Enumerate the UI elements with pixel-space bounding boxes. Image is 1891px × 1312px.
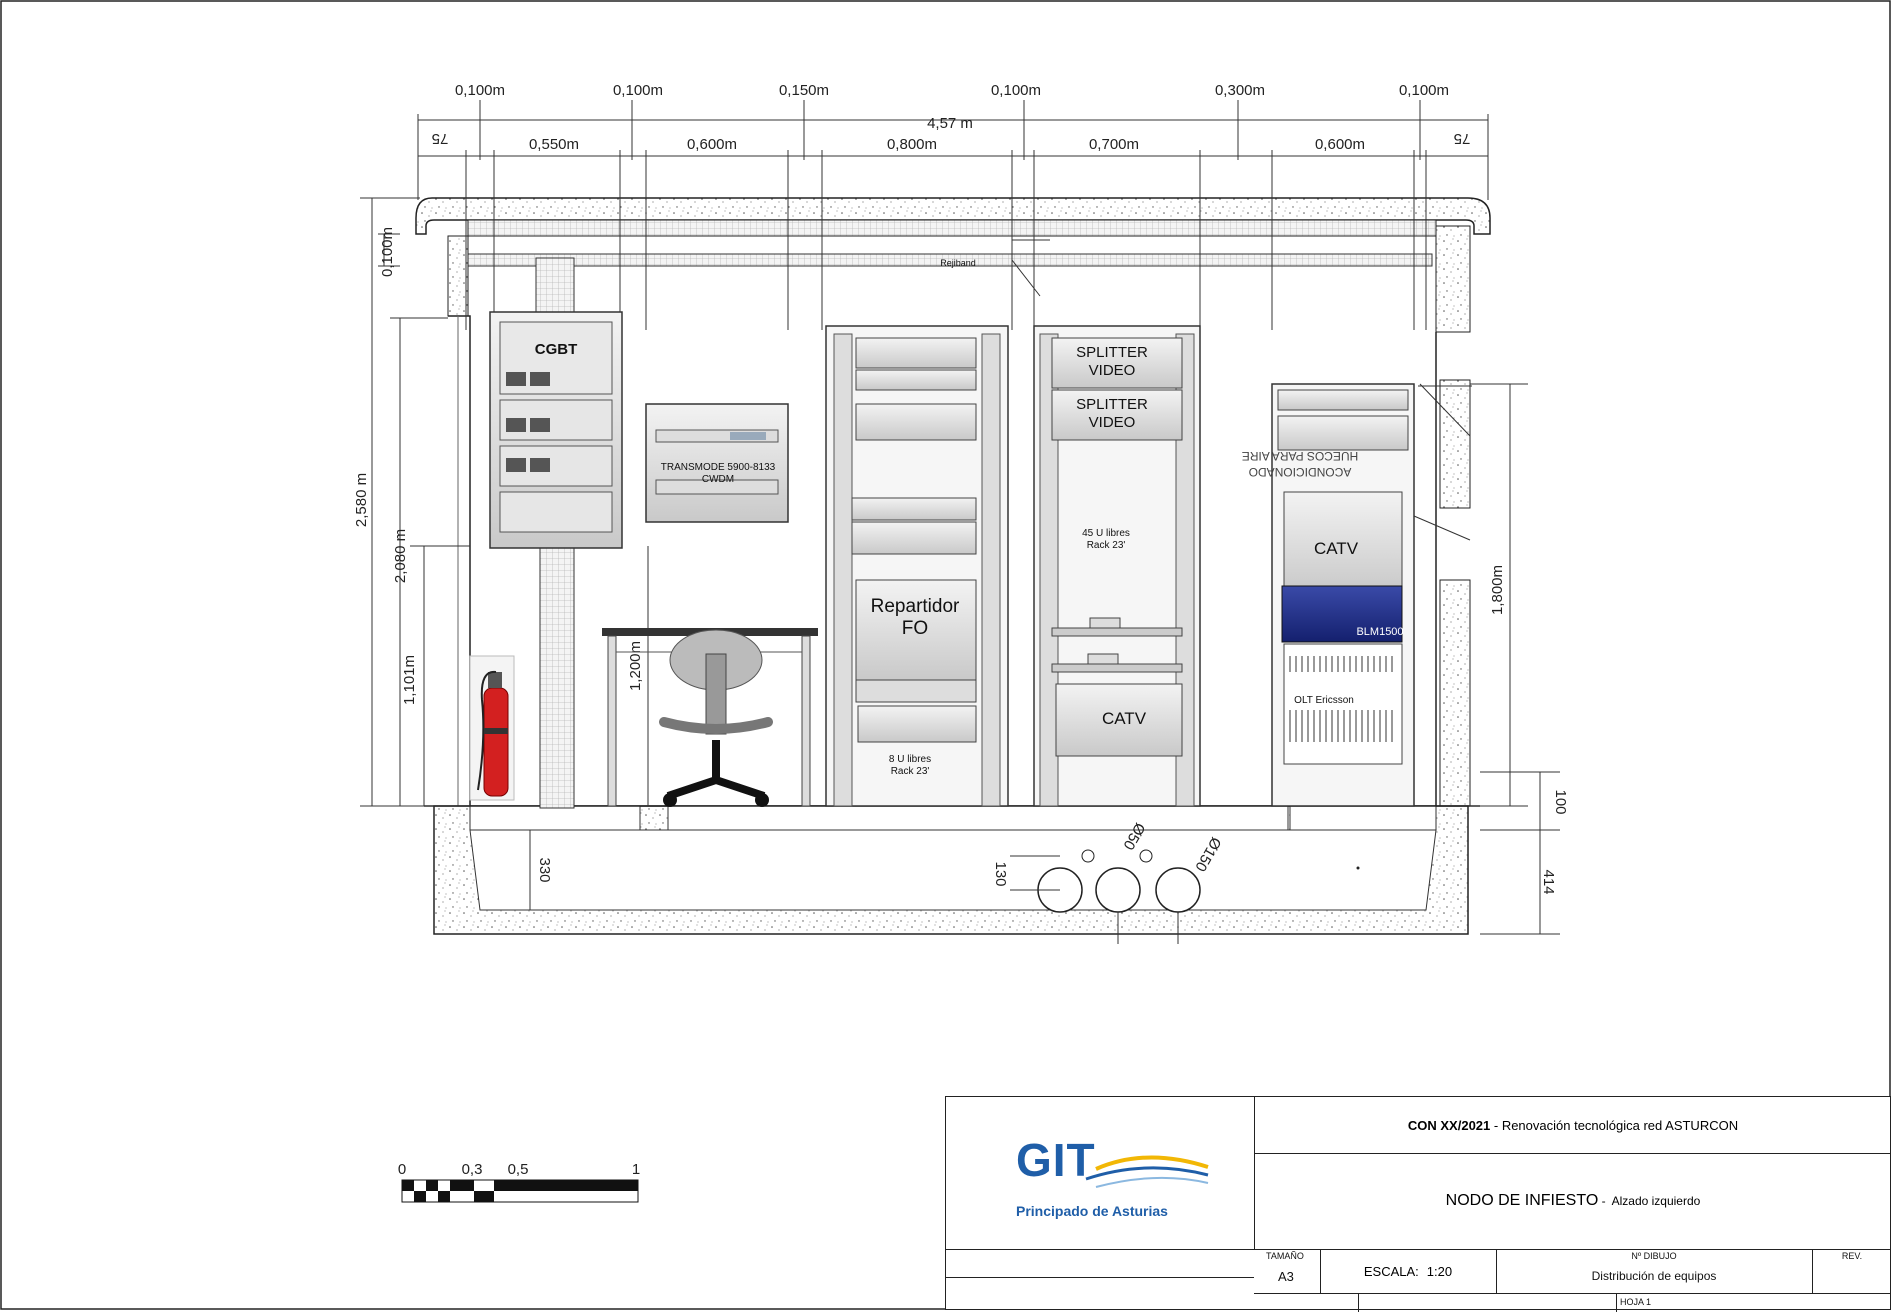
scale-tick-0: 0 [398, 1161, 406, 1178]
office-chair [659, 629, 773, 807]
catv-left-label: CATV [1102, 709, 1147, 728]
node-row: NODO DE INFIESTO - Alzado izquierdo [1254, 1153, 1891, 1250]
fire-extinguisher-icon [469, 655, 515, 801]
dim-top-2: 0,100m [613, 82, 663, 99]
escala-cell: ESCALA: 1:20 [1320, 1249, 1497, 1293]
hoja-row: HOJA 1 [1254, 1293, 1891, 1312]
splitter-2-line1: SPLITTER [1076, 396, 1148, 413]
hoja-label: HOJA 1 [1620, 1297, 1652, 1307]
project-row: CON XX/2021 - Renovación tecnológica red… [1254, 1097, 1891, 1154]
rev-label: REV. [1841, 1251, 1863, 1261]
dim-side-left: 75 [432, 130, 449, 147]
scale-tick-05: 0,5 [508, 1161, 529, 1178]
rack-splitter-catv: SPLITTER VIDEO SPLITTER VIDEO 45 U libre… [1033, 325, 1201, 807]
dim-top-3: 0,150m [779, 82, 829, 99]
dim-top-1: 0,100m [455, 82, 505, 99]
project-desc: - Renovación tecnológica red ASTURCON [1490, 1117, 1739, 1133]
dim-top-4: 0,100m [991, 82, 1041, 99]
rev-cell: REV. [1812, 1249, 1891, 1293]
blm-label: BLM1500 [1356, 626, 1403, 638]
huecos-line2: ACONDICIONADO [1249, 465, 1352, 479]
escala-value: 1:20 [1426, 1263, 1453, 1279]
escala-label: ESCALA: [1363, 1263, 1419, 1279]
project-code: CON XX/2021 [1407, 1117, 1491, 1133]
dim-2nd-5: 0,600m [1315, 136, 1365, 153]
tamano-label: TAMAÑO [1266, 1251, 1304, 1261]
dim-330: 330 [536, 857, 553, 882]
cgbt-label: CGBT [535, 341, 578, 358]
dim-v-0100: 0,100m [379, 227, 396, 277]
dim-v-1200: 1,200m [627, 641, 644, 691]
dim-v-100: 100 [1552, 789, 1569, 814]
rejiband-label: Rejiband [940, 258, 976, 268]
huecos-line1: HUECOS PARA AIRE [1242, 449, 1358, 463]
fo-label: FO [902, 618, 928, 639]
blank-cell [946, 1249, 1254, 1311]
cgbt-panel: CGBT [489, 257, 623, 809]
dim-2nd-3: 0,800m [887, 136, 937, 153]
dim-130: 130 [992, 861, 1009, 886]
node-name: NODO DE INFIESTO [1445, 1192, 1599, 1209]
dimension-lines [360, 100, 1560, 935]
dim-top-5: 0,300m [1215, 82, 1265, 99]
scale-bar: 0 0,3 0,5 1 [398, 1161, 640, 1203]
logo-cell: GIT Principado de Asturias [946, 1097, 1255, 1250]
cwdm-label: CWDM [702, 474, 734, 485]
logo-sub: Principado de Asturias [1016, 1203, 1168, 1219]
splitter-1-line1: SPLITTER [1076, 344, 1148, 361]
scale-tick-03: 0,3 [462, 1161, 483, 1178]
title-block: GIT Principado de Asturias CON XX/2021 -… [945, 1096, 1891, 1312]
free-8u-label: 8 U libres [889, 754, 931, 765]
dim-v-2580: 2,580 m [353, 473, 370, 527]
splitter-1-line2: VIDEO [1089, 362, 1136, 379]
tamano-value: A3 [1278, 1269, 1294, 1284]
dim-v-414: 414 [1540, 869, 1557, 894]
git-logo-icon [1085, 1155, 1209, 1188]
olt-label: OLT Ericsson [1294, 695, 1354, 706]
catv-right-label: CATV [1314, 539, 1359, 558]
dim-2nd-1: 0,550m [529, 136, 579, 153]
rack-repartidor-fo: Repartidor FO 8 U libres Rack 23' [825, 325, 1009, 807]
dibujo-cell: Nº DIBUJO Distribución de equipos [1496, 1249, 1813, 1293]
dibujo-value: Distribución de equipos [1591, 1269, 1717, 1283]
dim-v-2080: 2,080 m [392, 529, 409, 583]
rack-catv-olt: CATV BLM1500 OLT Ericsson HUECOS PARA AI… [1242, 383, 1415, 807]
rack-23-label: Rack 23' [891, 766, 930, 777]
repartidor-label: Repartidor [871, 596, 960, 617]
logo-main: GIT [1016, 1134, 1096, 1186]
transmode-cwdm: TRANSMODE 5900-8133 CWDM [645, 403, 789, 523]
free-45u-label: 45 U libres [1082, 528, 1130, 539]
dim-2nd-2: 0,600m [687, 136, 737, 153]
dim-total: 4,57 m [927, 115, 973, 132]
scale-tick-1: 1 [632, 1161, 640, 1178]
node-desc: - Alzado izquierdo [1598, 1194, 1701, 1208]
shelter-structure [415, 197, 1491, 944]
dim-v-1800: 1,800m [1489, 565, 1506, 615]
dibujo-label: Nº DIBUJO [1631, 1251, 1677, 1261]
dim-side-right: 75 [1454, 130, 1471, 147]
dim-2nd-4: 0,700m [1089, 136, 1139, 153]
transmode-label: TRANSMODE 5900-8133 [661, 462, 776, 473]
rack-23b-label: Rack 23' [1087, 540, 1126, 551]
dim-v-1101: 1,101m [401, 655, 418, 705]
splitter-2-line2: VIDEO [1089, 414, 1136, 431]
tamano-cell: TAMAÑO A3 [1254, 1249, 1321, 1293]
dim-top-6: 0,100m [1399, 82, 1449, 99]
